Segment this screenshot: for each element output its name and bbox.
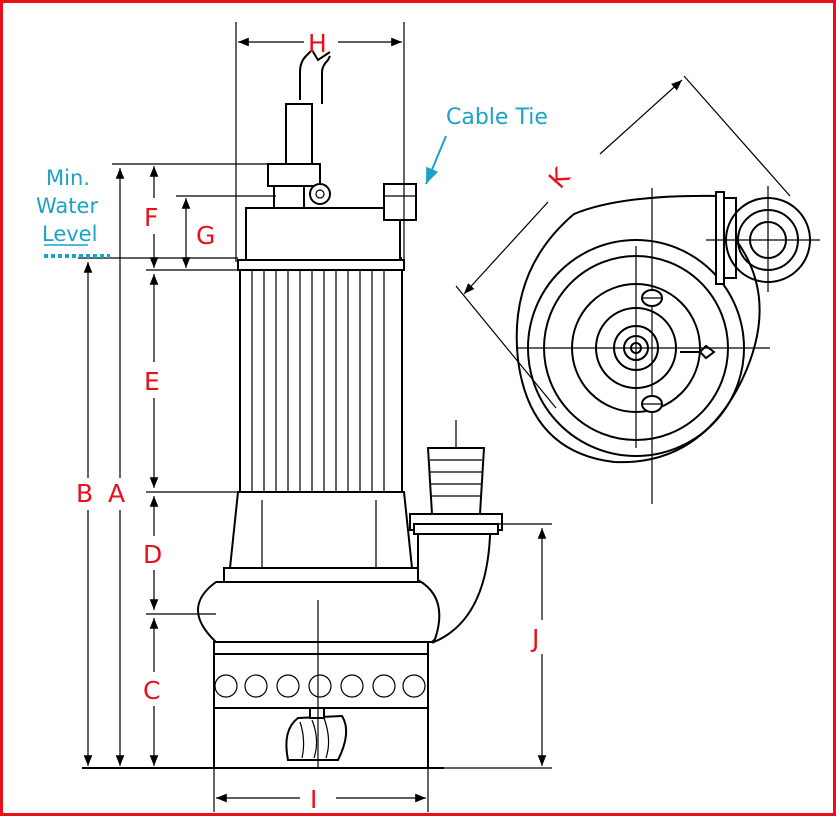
label-D: D	[143, 540, 162, 569]
water-level-line2: Water	[36, 194, 98, 218]
label-C: C	[143, 676, 160, 705]
label-A: A	[108, 479, 125, 508]
label-H: H	[308, 29, 327, 58]
label-K: K	[543, 162, 576, 194]
dimension-lines	[78, 22, 791, 812]
label-J: J	[530, 624, 539, 653]
water-level-line3: Level	[42, 222, 97, 246]
motor-fins	[251, 270, 385, 492]
cable-tie-label: Cable Tie	[446, 105, 548, 130]
label-I: I	[310, 785, 317, 814]
pump-side-view	[82, 49, 503, 769]
label-E: E	[144, 367, 160, 396]
strainer-holes	[214, 674, 426, 698]
pump-top-view	[515, 186, 820, 504]
label-B: B	[76, 479, 93, 508]
water-level-line1: Min.	[46, 166, 90, 190]
label-F: F	[144, 203, 158, 232]
label-G: G	[196, 221, 215, 250]
